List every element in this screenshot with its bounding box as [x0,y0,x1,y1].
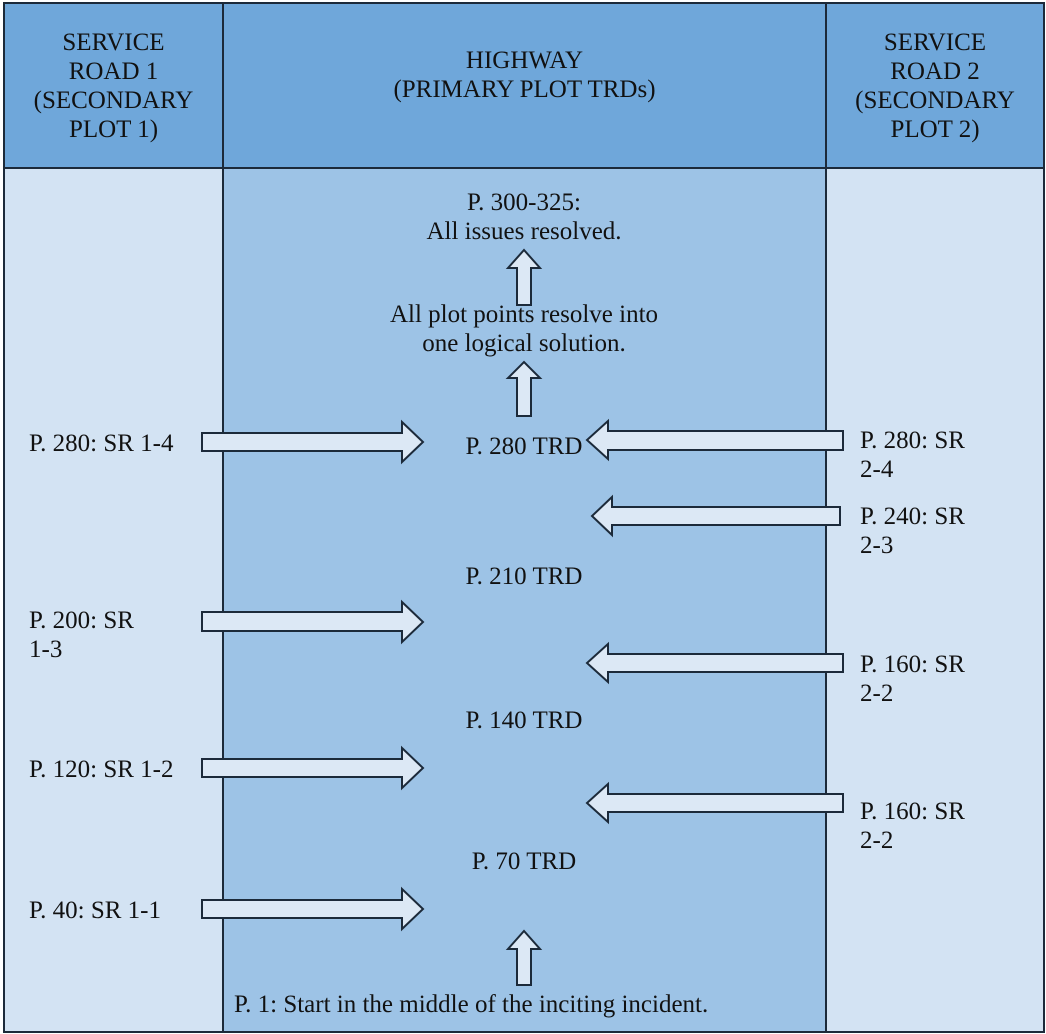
arrow-sr-1-4 [201,419,425,465]
label-p300-resolved: P. 300-325: All issues resolved. [426,189,622,245]
arrow-sr-1-3 [201,599,425,645]
label-sr-1-3: P. 200: SR 1-3 [29,607,134,663]
label-p70-trd: P. 70 TRD [471,848,577,875]
label-sr-2-2a: P. 160: SR 2-2 [860,651,965,707]
label-p1-start: P. 1: Start in the middle of the incitin… [234,991,709,1018]
header-service-road-2: SERVICE ROAD 2 (SECONDARY PLOT 2) [825,2,1045,169]
label-sr-1-4: P. 280: SR 1-4 [29,430,174,457]
label-sr-2-2b: P. 160: SR 2-2 [860,798,965,854]
arrow-sr-2-3 [590,494,841,538]
highway-column [222,167,827,1033]
header-service-road-1: SERVICE ROAD 1 (SECONDARY PLOT 1) [3,2,224,169]
service-road-1-column [3,167,224,1033]
label-sr-2-3: P. 240: SR 2-3 [860,503,965,559]
label-p210-trd: P. 210 TRD [465,563,583,590]
label-sr-1-1: P. 40: SR 1-1 [29,897,161,924]
label-sr-2-4: P. 280: SR 2-4 [860,427,965,483]
service-road-2-column [825,167,1045,1033]
label-sr-1-2: P. 120: SR 1-2 [29,756,174,783]
label-p140-trd: P. 140 TRD [465,707,583,734]
arrow-sr-1-1 [201,886,425,932]
header-highway: HIGHWAY (PRIMARY PLOT TRDs) [222,2,827,169]
up-arrow-resolution [505,248,543,306]
arrow-sr-1-2 [201,745,425,791]
label-p280-trd: P. 280 TRD [465,433,583,460]
label-resolve-solution: All plot points resolve into one logical… [389,301,659,357]
up-arrow-inciting-incident [505,929,543,986]
arrow-sr-2-4 [585,418,844,462]
up-arrow-plot-points [505,360,543,417]
arrow-sr-2-2b [585,781,844,825]
arrow-sr-2-2a [585,641,844,685]
